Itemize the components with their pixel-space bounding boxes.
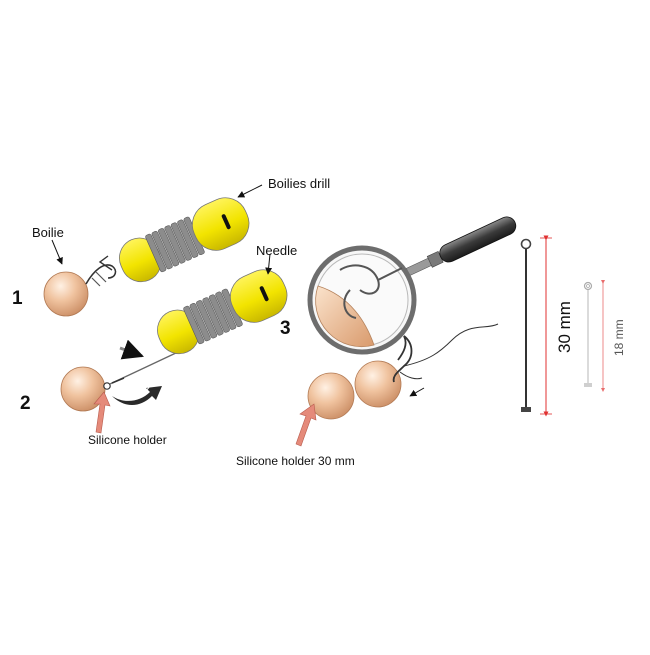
silicone-holder-ring — [103, 382, 111, 390]
step-number-2: 2 — [20, 393, 31, 414]
step-1-drill-assembly — [43, 184, 263, 317]
small-arrow — [409, 387, 425, 397]
step-number-1: 1 — [12, 288, 23, 309]
label-silicone-holder-30: Silicone holder 30 mm — [236, 454, 355, 468]
label-boilies-drill: Boilies drill — [268, 176, 331, 191]
label-silicone-holder: Silicone holder — [88, 433, 167, 447]
label-needle: Needle — [256, 243, 298, 258]
magnified-boilie — [315, 285, 375, 348]
boilies-drill — [119, 197, 250, 283]
hook — [392, 335, 413, 383]
boilie-3b — [354, 360, 402, 408]
boilie-pointer — [51, 239, 63, 265]
needle-tool — [157, 269, 288, 355]
label-boilie: Boilie — [32, 225, 64, 240]
silicone-holder-arrow — [93, 391, 111, 434]
boilie-2 — [60, 366, 106, 412]
step-number-3: 3 — [280, 318, 291, 339]
silicone-holder-30-arrow — [295, 403, 317, 447]
magnified-hook — [339, 264, 403, 319]
holder-18mm — [583, 280, 605, 392]
boilies-drill-pointer — [237, 184, 263, 198]
boilie-1 — [43, 271, 89, 317]
fishing-line — [403, 323, 499, 367]
drill-hook — [85, 264, 117, 285]
dimension-18mm: 18 mm — [612, 319, 626, 356]
push-arrow — [119, 339, 144, 360]
step-2-needle-assembly — [60, 253, 288, 434]
boilie-3a — [307, 372, 355, 420]
holder-30mm — [520, 235, 552, 417]
step-3-magnifier-assembly — [295, 216, 517, 447]
dimension-30mm: 30 mm — [555, 301, 574, 353]
needle-pointer — [265, 253, 273, 275]
twist-arrow — [112, 386, 162, 405]
magnifier-handle — [405, 216, 517, 277]
